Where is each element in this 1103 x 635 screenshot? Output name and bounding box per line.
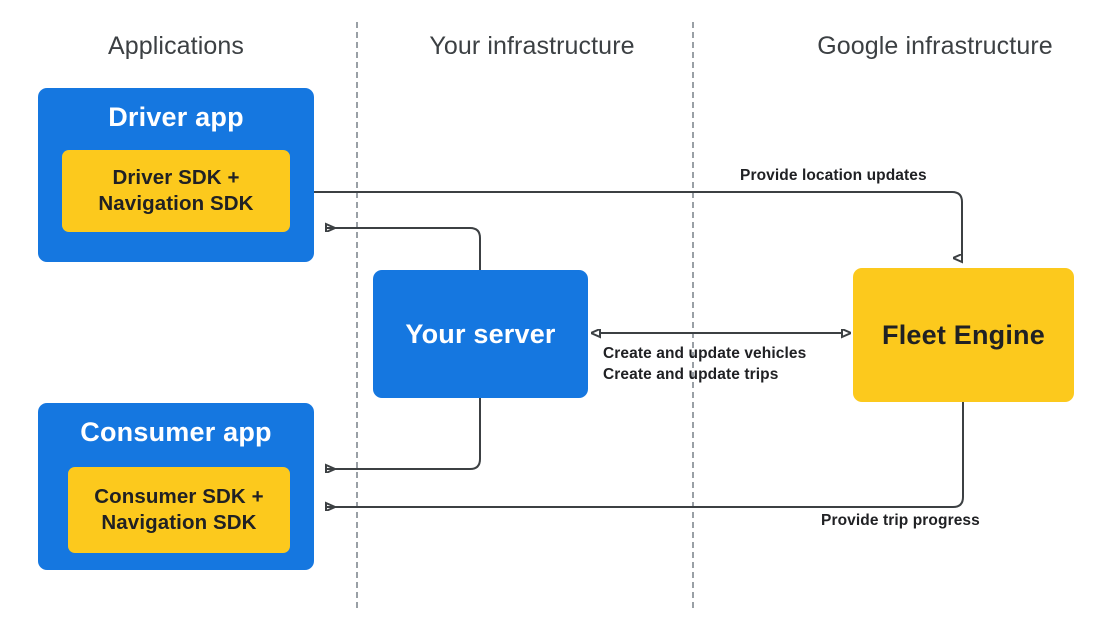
column-header-google-infrastructure-label: Google infrastructure [817,32,1053,60]
driver-sdk-label: Driver SDK + Navigation SDK [92,165,259,217]
column-header-your-infrastructure-label: Your infrastructure [429,32,635,60]
fleet-engine-label: Fleet Engine [882,319,1045,350]
edge-label-location-updates-text: Provide location updates [740,167,927,184]
node-fleet-engine[interactable]: Fleet Engine [853,268,1074,402]
column-header-your-infrastructure: Your infrastructure [382,32,682,61]
consumer-sdk-label-line1: Consumer SDK + [94,484,264,508]
edge-label-server-engine-line2: Create and update trips [603,365,779,383]
column-header-google-infrastructure: Google infrastructure [785,32,1085,61]
node-your-server[interactable]: Your server [373,270,588,398]
column-header-applications-label: Applications [107,32,244,60]
edge-label-trip-progress-text: Provide trip progress [821,512,980,529]
consumer-sdk-label: Consumer SDK + Navigation SDK [88,484,269,536]
column-header-applications: Applications [26,32,326,61]
driver-sdk-label-line1: Driver SDK + [112,165,240,189]
your-server-label: Your server [405,318,556,349]
divider-applications-infrastructure [356,22,358,608]
driver-sdk-label-line2: Navigation SDK [98,192,254,215]
edge-label-server-engine-line1: Create and update vehicles [603,345,807,362]
node-driver-sdk[interactable]: Driver SDK + Navigation SDK [62,150,290,232]
edge-server-to-driver-app [326,228,481,270]
node-consumer-app[interactable]: Consumer app Consumer SDK + Navigation S… [38,403,314,570]
edge-label-location-updates: Provide location updates [740,166,1103,187]
edge-trip-progress [326,402,964,507]
edge-label-server-engine: Create and update vehicles Create and up… [603,344,806,385]
consumer-app-title: Consumer app [80,417,272,447]
divider-infrastructure-google [692,22,694,608]
driver-app-title: Driver app [108,102,244,132]
edge-server-to-consumer-app [326,398,481,469]
edge-label-trip-progress: Provide trip progress [821,511,980,532]
node-driver-app[interactable]: Driver app Driver SDK + Navigation SDK [38,88,314,262]
node-consumer-sdk[interactable]: Consumer SDK + Navigation SDK [68,467,290,553]
consumer-sdk-label-line2: Navigation SDK [101,511,257,534]
edge-location-updates [290,191,963,258]
